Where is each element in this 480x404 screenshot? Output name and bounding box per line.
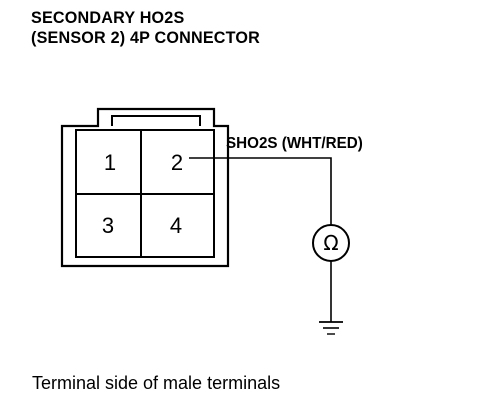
title-line-1: SECONDARY HO2S xyxy=(31,8,185,27)
terminal-side-caption: Terminal side of male terminals xyxy=(32,373,281,393)
ohm-circle-icon: Ω xyxy=(312,224,350,262)
connector-housing xyxy=(60,107,230,268)
ohm-symbol: Ω xyxy=(323,231,338,255)
diagram-title: SECONDARY HO2S (SENSOR 2) 4P CONNECTOR xyxy=(31,8,260,48)
pin-2-label: 2 xyxy=(171,150,183,175)
ground-icon xyxy=(319,321,343,335)
connector-latch xyxy=(111,115,201,126)
title-line-2: (SENSOR 2) 4P CONNECTOR xyxy=(31,28,261,47)
pin-1-label: 1 xyxy=(104,150,116,175)
sho2s-wire xyxy=(189,157,332,225)
pin-4-label: 4 xyxy=(170,213,182,238)
sho2s-wire-label: SHO2S (WHT/RED) xyxy=(226,135,363,152)
pin-3-label: 3 xyxy=(102,213,114,238)
